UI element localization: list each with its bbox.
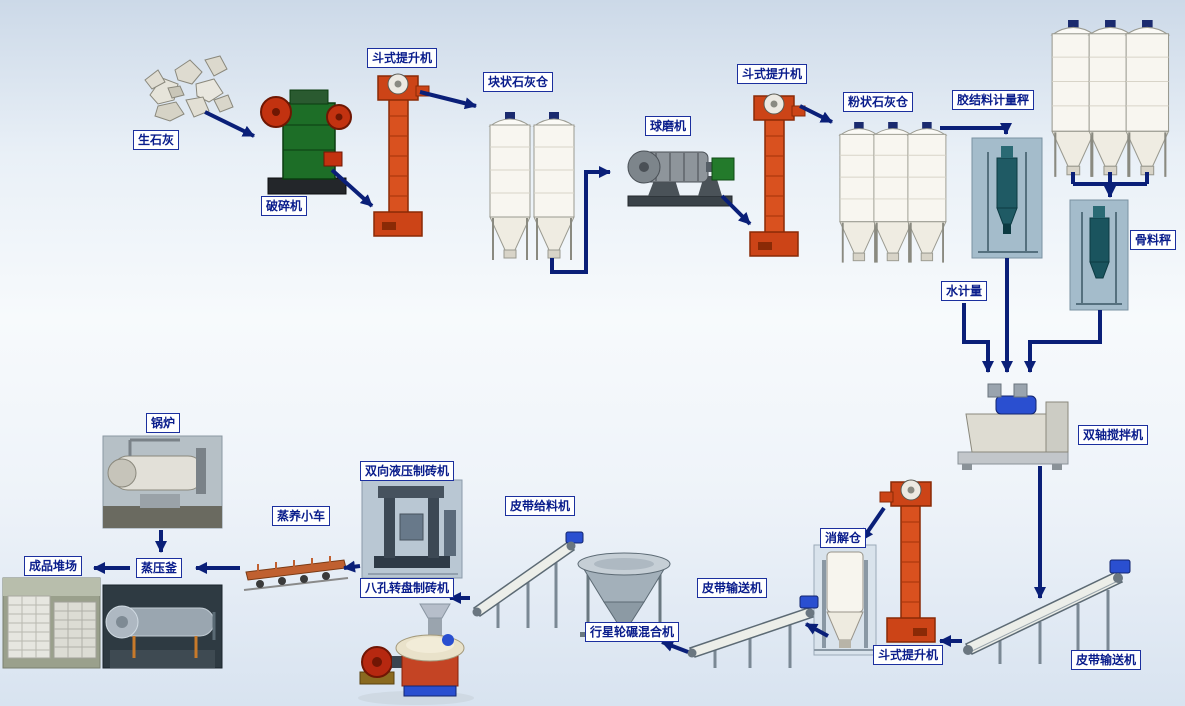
label-hydraulic-brick-machine: 双向液压制砖机 [360,461,455,481]
product-yard-image [2,577,101,669]
label-quicklime: 生石灰 [133,130,180,150]
belt-conveyor-mid-image [687,595,819,668]
label-slaking-silo: 消解仓 [820,528,867,548]
ball-mill-image [627,150,735,207]
belt-feeder-image [472,531,584,628]
bucket-elevator-2-image [749,93,806,257]
label-belt-conveyor-mid: 皮带输送机 [697,578,768,598]
boiler-image [102,435,223,529]
label-steam-curing-trolley: 蒸养小车 [272,506,331,526]
double-shaft-mixer-image [957,383,1069,470]
label-belt-conveyor-right: 皮带输送机 [1071,650,1142,670]
autoclave-image [102,584,223,669]
label-water-metering: 水计量 [941,281,988,301]
powder-lime-silos-image [838,121,947,264]
label-belt-feeder: 皮带给料机 [505,496,576,516]
label-rotary-brick-machine: 八孔转盘制砖机 [360,578,455,598]
hydraulic-brick-machine-image [361,479,463,579]
quicklime-pile-image [144,55,234,122]
bucket-elevator-1-image [373,73,430,237]
label-ball-mill: 球磨机 [645,116,692,136]
label-planetary-mixer: 行星轮碾混合机 [585,622,680,642]
label-crusher: 破碎机 [261,196,308,216]
label-boiler: 锅炉 [146,413,181,433]
label-binder-metering-scale: 胶结料计量秤 [952,90,1035,110]
lump-lime-silos-image [489,111,575,261]
steam-curing-trolley-image [243,556,349,591]
aggregate-silos-image [1051,18,1170,178]
label-autoclave: 蒸压釜 [136,558,183,578]
label-bucket-elevator-3: 斗式提升机 [873,645,944,665]
bucket-elevator-3-image [879,479,936,643]
label-bucket-elevator-2: 斗式提升机 [737,64,808,84]
label-aggregate-scale: 骨料秤 [1130,230,1177,250]
label-powder-lime-silo: 粉状石灰仓 [843,92,914,112]
label-double-shaft-mixer: 双轴搅拌机 [1078,425,1149,445]
slaking-silo-image [813,544,877,656]
rotary-brick-machine-image [358,603,474,705]
aggregate-scale-image [1069,199,1129,311]
label-bucket-elevator-1: 斗式提升机 [367,48,438,68]
belt-conveyor-right-image [963,559,1131,664]
label-lump-lime-silo: 块状石灰仓 [483,72,554,92]
flow-arrows [93,90,1149,654]
label-finished-product-yard: 成品堆场 [24,556,83,576]
jaw-crusher-image [260,89,352,195]
binder-scale-image [971,137,1043,259]
